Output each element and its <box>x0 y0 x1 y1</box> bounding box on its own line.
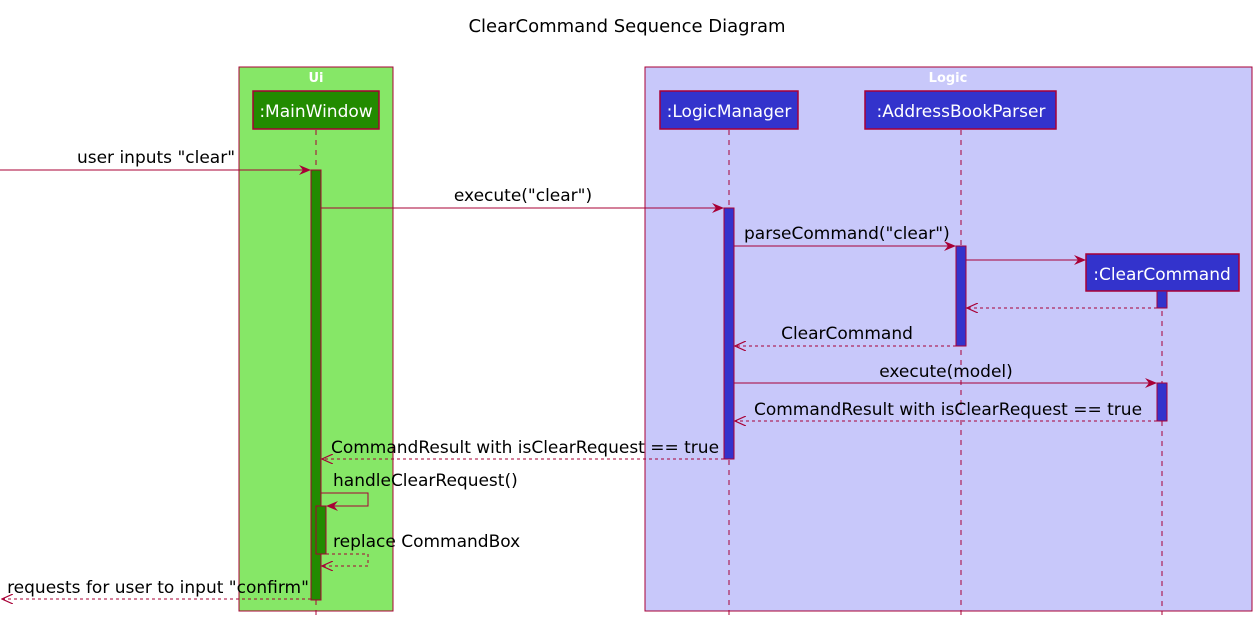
message-label-request-confirm: requests for user to input "confirm" <box>7 578 309 598</box>
message-label-user-input: user inputs "clear" <box>77 148 235 168</box>
participant-clear-command-label: :ClearCommand <box>1093 265 1231 285</box>
message-label-replace-command-box: replace CommandBox <box>333 532 520 552</box>
message-label-execute-clear: execute("clear") <box>454 186 592 206</box>
message-label-execute-model: execute(model) <box>879 362 1013 382</box>
logic-box-label: Logic <box>929 71 968 86</box>
diagram-title: ClearCommand Sequence Diagram <box>468 16 785 37</box>
message-arrow-handle-clear-request <box>321 492 369 511</box>
message-label-return-clear-command: ClearCommand <box>781 324 913 344</box>
message-label-parse-command: parseCommand("clear") <box>744 224 950 244</box>
participant-main-window <box>252 90 380 130</box>
activation-main-window-nested <box>315 505 327 555</box>
activation-clear-command-create <box>1156 290 1168 309</box>
logic-box <box>644 66 1253 612</box>
activation-clear-command-execute <box>1156 382 1168 422</box>
participant-logic-manager <box>659 90 799 130</box>
activation-main-window <box>310 169 322 601</box>
message-arrow-replace-command-box <box>322 553 369 566</box>
participant-address-book-parser-label: :AddressBookParser <box>877 102 1046 122</box>
message-label-return-result-to-ui: CommandResult with isClearRequest == tru… <box>331 438 719 458</box>
participant-clear-command <box>1085 253 1240 292</box>
message-label-return-result-to-logic: CommandResult with isClearRequest == tru… <box>754 400 1142 420</box>
message-label-handle-clear-request: handleClearRequest() <box>333 471 518 491</box>
activation-address-book-parser <box>955 245 967 347</box>
participant-logic-manager-label: :LogicManager <box>667 102 792 122</box>
participant-address-book-parser <box>864 90 1057 130</box>
ui-box-label: Ui <box>308 71 323 86</box>
activation-logic-manager <box>723 207 735 460</box>
participant-main-window-label: :MainWindow <box>259 102 372 122</box>
